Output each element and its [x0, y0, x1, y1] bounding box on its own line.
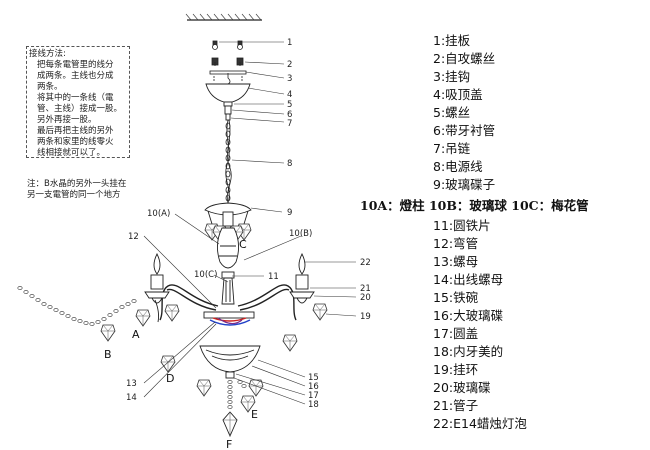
- crystal-note-line: 另一支電管的同一个地方: [27, 190, 121, 200]
- mounting-hardware: [209, 40, 247, 85]
- legend-item: 19:挂环: [433, 362, 479, 377]
- legend-item: 1:挂板: [433, 33, 471, 48]
- wiring-note-line: 把每条電管里的线分: [37, 60, 114, 70]
- leader-lines: [143, 41, 357, 405]
- legend-item: 4:吸顶盖: [433, 87, 483, 102]
- callout-19: 19: [360, 312, 371, 322]
- legend-item-10: 10A：燈柱 10B：玻璃球 10C：梅花管: [360, 198, 589, 213]
- legend-item: 6:带牙衬管: [433, 123, 496, 138]
- callout-2: 2: [287, 60, 292, 70]
- legend-item: 13:螺母: [433, 254, 479, 269]
- wiring-note-line: 将其中的一条线（電: [37, 93, 114, 103]
- callout-14: 14: [126, 393, 137, 403]
- wiring-note-line: 成两条。主线也分成: [37, 71, 114, 81]
- legend-item: 17:圆盖: [433, 326, 479, 341]
- central-hub: [203, 311, 255, 326]
- callout-6: 6: [287, 110, 292, 120]
- callout-18: 18: [308, 400, 319, 410]
- legend-item: 9:玻璃碟子: [433, 177, 496, 192]
- wiring-note-line: 线相接就可以了。: [37, 148, 106, 158]
- legend-item: 7:吊链: [433, 141, 471, 156]
- legend-item: 3:挂钩: [433, 69, 471, 84]
- callout-4: 4: [287, 90, 292, 100]
- callout-10c: 10(C): [194, 270, 217, 280]
- crystal-note-line: 注：B水晶的另外一头挂在: [27, 179, 127, 189]
- callout-8: 8: [287, 159, 292, 169]
- legend-item: 8:电源线: [433, 159, 483, 174]
- letter-d: D: [166, 372, 174, 385]
- callout-22: 22: [360, 258, 371, 268]
- legend-item: 22:E14蜡烛灯泡: [433, 416, 527, 431]
- callout-11: 11: [268, 272, 279, 282]
- lower-bowl: [199, 345, 261, 379]
- wiring-note-line: 两条和家里的线零火: [37, 137, 114, 147]
- callout-1: 1: [287, 38, 292, 48]
- wiring-note-line: 两条。: [37, 82, 63, 92]
- callout-16: 16: [308, 382, 319, 392]
- wiring-note-line: 最后再把主线的另外: [37, 126, 114, 136]
- legend-item: 2:自攻螺丝: [433, 51, 496, 66]
- wiring-note-box: [26, 46, 130, 158]
- callout-12: 12: [128, 232, 139, 242]
- callout-5: 5: [287, 100, 292, 110]
- legend-item: 21:管子: [433, 398, 479, 413]
- legend-item: 15:铁碗: [433, 290, 479, 305]
- callout-labels: 1 2 3 4 5 6 7 8 9 10(A) 10(B) 10(C) 11 1…: [126, 38, 371, 410]
- legend-item: 11:圆铁片: [433, 218, 491, 233]
- callout-17: 17: [308, 391, 319, 401]
- left-candle: [144, 252, 170, 323]
- crystal-note: 注：B水晶的另外一头挂在 另一支電管的同一个地方: [27, 179, 177, 201]
- part-letters: A B C D E F: [104, 238, 258, 450]
- callout-21: 21: [360, 284, 371, 294]
- hanging-chain: [225, 119, 232, 206]
- legend-item: 12:弯管: [433, 236, 479, 251]
- legend-item: 16:大玻璃碟: [433, 308, 504, 323]
- callout-3: 3: [287, 74, 292, 84]
- right-candle: [289, 252, 315, 304]
- wiring-note-title: 接线方法:: [29, 49, 66, 59]
- legend-item: 14:出线螺母: [433, 272, 504, 287]
- ceiling-canopy: [205, 83, 251, 121]
- callout-10b: 10(B): [289, 229, 312, 239]
- callout-9: 9: [287, 208, 292, 218]
- letter-f: F: [226, 438, 232, 450]
- ceiling: [185, 13, 262, 21]
- letter-e: E: [251, 408, 258, 421]
- drop-crystal-f: [222, 411, 238, 438]
- wiring-note-line: 管、主线）接成一股。: [37, 104, 123, 114]
- callout-10a: 10(A): [147, 209, 170, 219]
- wiring-note-line: 另外再接一股。: [37, 115, 97, 125]
- letter-c: C: [239, 238, 247, 251]
- chandelier-arms: [159, 284, 297, 321]
- legend-item: 20:玻璃碟: [433, 380, 491, 395]
- letter-b: B: [104, 348, 112, 361]
- callout-13: 13: [126, 379, 137, 389]
- central-column: [217, 211, 239, 305]
- legend-item: 18:内牙美的: [433, 344, 504, 359]
- callout-15: 15: [308, 373, 319, 383]
- letter-a: A: [132, 328, 140, 341]
- wiring-note-body: 把每条電管里的线分 成两条。主线也分成 两条。 将其中的一条线（電 管、主线）接…: [37, 60, 130, 159]
- callout-7: 7: [287, 119, 292, 129]
- legend-item: 5:螺丝: [433, 105, 471, 120]
- bead-chain-b: [17, 286, 137, 326]
- callout-20: 20: [360, 293, 371, 303]
